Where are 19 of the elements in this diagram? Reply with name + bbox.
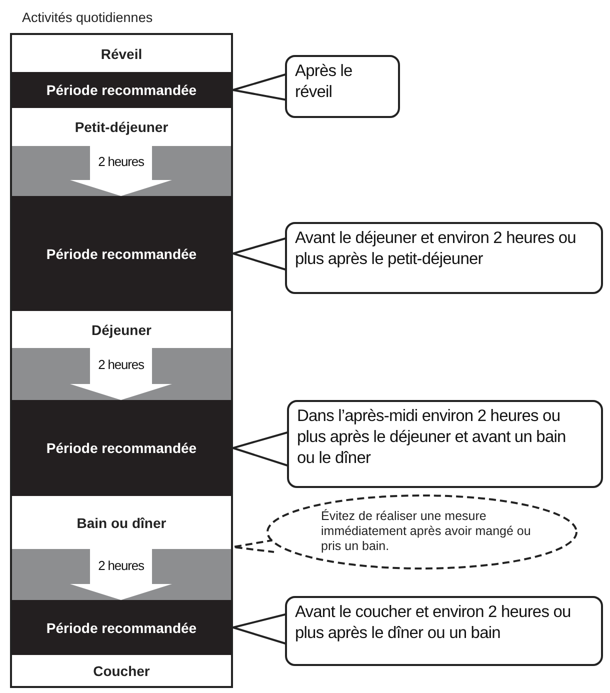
block-arrow xyxy=(70,348,172,400)
column-heading: Activités quotidiennes xyxy=(22,10,153,25)
callout-tail xyxy=(232,539,275,553)
callout-bubble: Avant le déjeuner et environ 2 heures ou plus après le petit-déjeuner xyxy=(285,222,603,294)
recommended-period-band: Période recommandée xyxy=(12,400,231,496)
callout-bubble: Dans l’après-midi environ 2 heures ou plus après le déjeuner et avant un bain ou le dîner xyxy=(287,400,603,488)
recommended-period-band: Période recommandée xyxy=(12,196,231,311)
block-arrow xyxy=(70,549,172,600)
recommended-period-band: Période recommandée xyxy=(12,600,231,655)
edge-label: 2 heures xyxy=(97,357,145,372)
callout-bubble: Avant le coucher et environ 2 heures ou plus après le dîner ou un bain xyxy=(285,596,603,666)
dashed-callout-ellipse xyxy=(266,494,578,570)
note-text: Évitez de réaliser une mesure immédiatement après avoir mangé ou pris un bain. xyxy=(321,509,532,554)
recommended-period-band: Période recommandée xyxy=(12,72,231,108)
edge-label: 2 heures xyxy=(97,558,145,572)
edge-label: 2 heures xyxy=(97,154,145,169)
block-arrow xyxy=(70,146,172,196)
callout-bubble: Après le réveil xyxy=(285,55,400,118)
callout-tail xyxy=(232,73,288,101)
